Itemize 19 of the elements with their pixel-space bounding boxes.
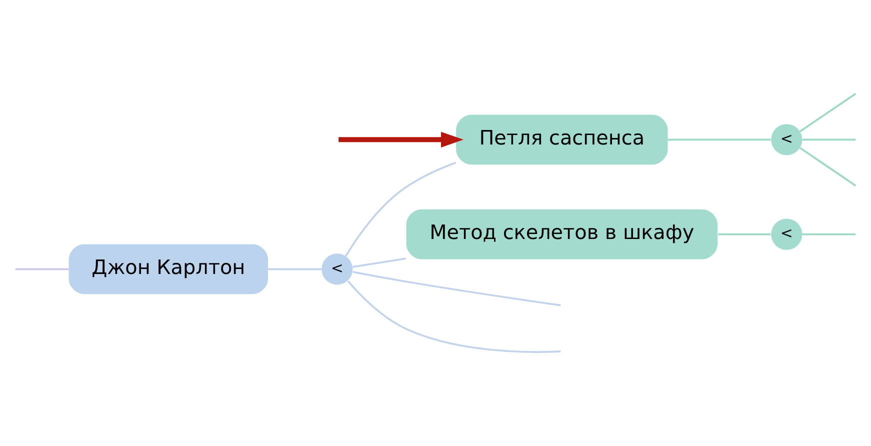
connector <box>268 268 322 270</box>
connector <box>800 147 856 186</box>
node-circle: < <box>771 218 802 250</box>
connector <box>668 138 771 141</box>
connector <box>802 138 856 141</box>
connector <box>352 258 406 268</box>
connector <box>347 280 561 353</box>
connector <box>15 268 69 270</box>
connector <box>718 233 771 236</box>
node-box: Петля саспенса <box>456 114 668 165</box>
connector <box>802 233 856 236</box>
node-box: Метод скелетов в шкафу <box>406 209 718 260</box>
node-circle: < <box>771 124 802 156</box>
node-circle: < <box>322 254 353 285</box>
connector <box>345 162 456 257</box>
node-box: Джон Карлтон <box>68 244 268 294</box>
connector <box>352 271 561 306</box>
arrow <box>338 132 464 148</box>
connector <box>800 92 856 132</box>
